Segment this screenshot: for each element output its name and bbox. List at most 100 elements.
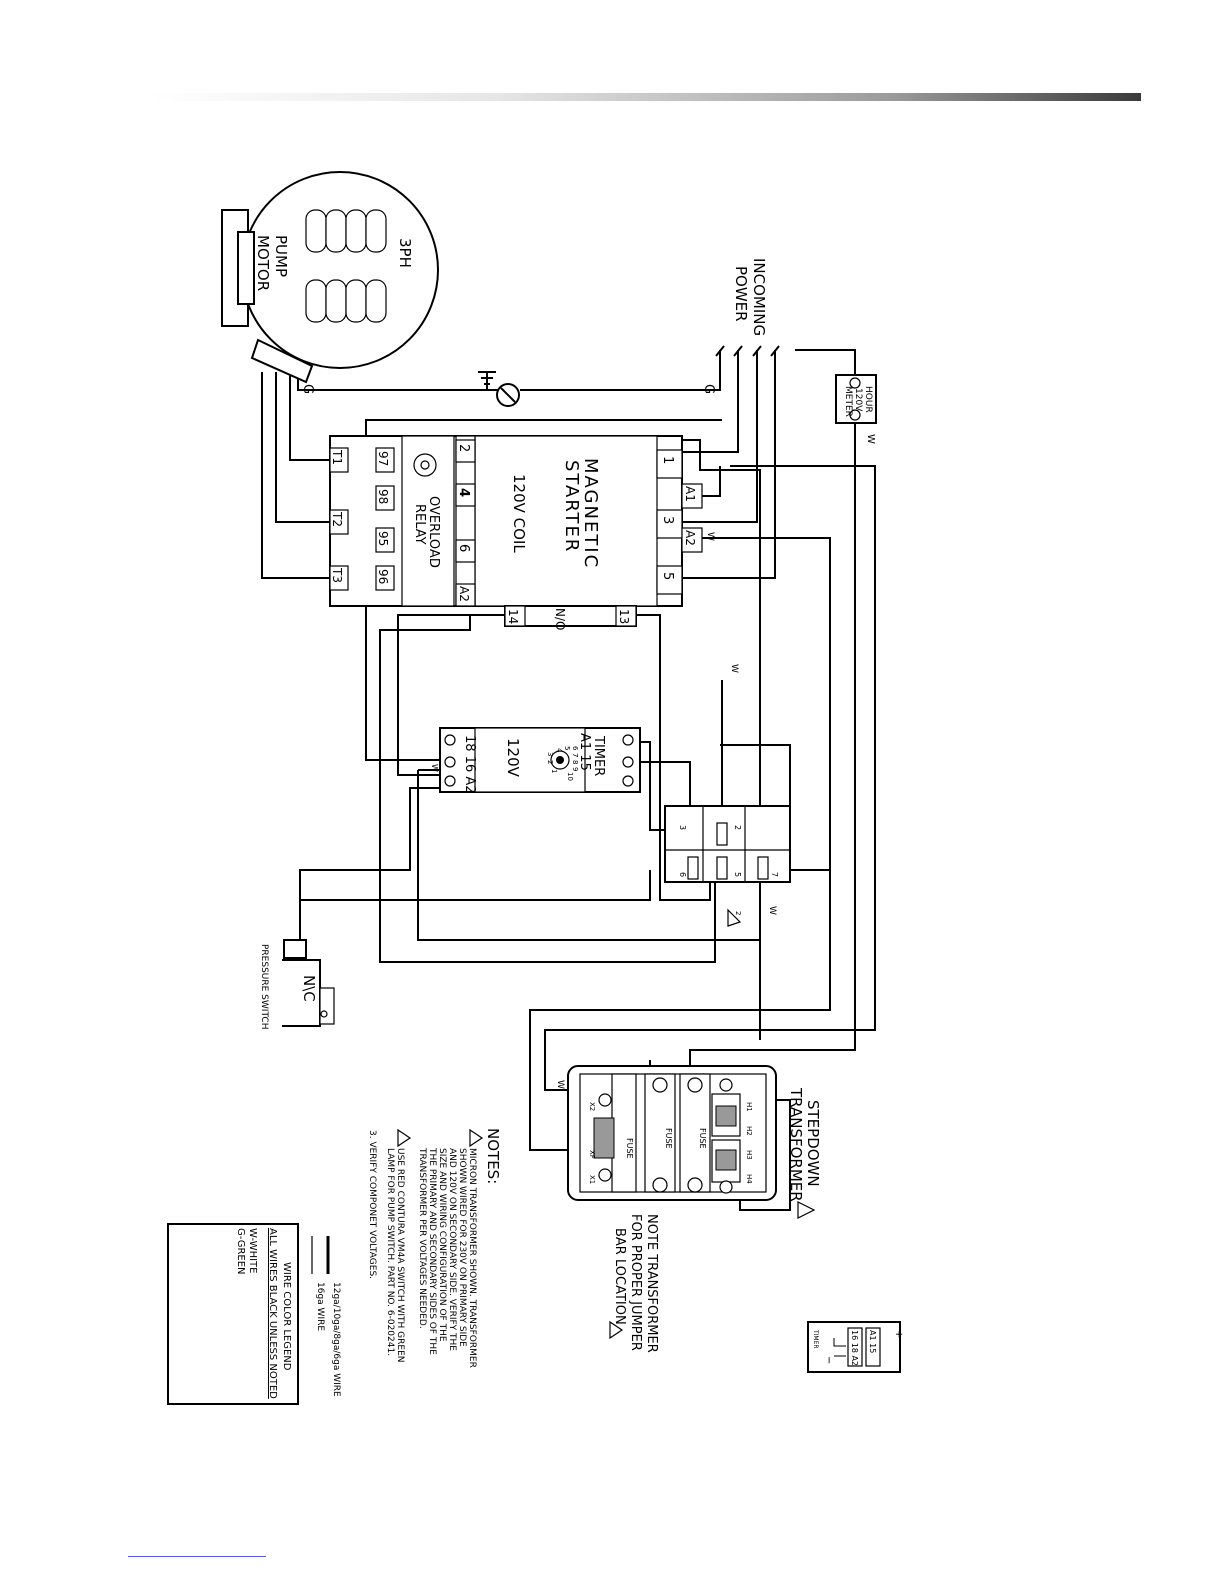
starter-line-terminal-5: 5 (660, 572, 675, 580)
timer-symbol-label: TIMER (812, 1329, 819, 1349)
starter-terminal-a2: A2 (457, 586, 471, 602)
timer-symbol-plus: + (893, 1330, 904, 1338)
timer-dial-6: 6 (571, 746, 579, 751)
starter-load-t3: T3 (330, 567, 344, 583)
secondary-x2: X2 (588, 1102, 596, 1111)
hour-meter-line-2: 120V (853, 388, 863, 412)
note-line-2: SHOWN WIRED FOR 230V ON PRIMARY SIDE (457, 1148, 467, 1347)
note-line-9: 3. VERIFY COMPONET VOLTAGES. (367, 1130, 377, 1279)
note-line-3: AND 120V ON SECONDARY SIDE. VERIFY THE (447, 1148, 457, 1351)
tb-terminal-7: 7 (770, 872, 779, 877)
hour-meter-line-3: METER (843, 386, 853, 417)
incoming-title-2: POWER (732, 266, 750, 322)
starter-load-t2: T2 (330, 511, 344, 527)
secondary-jumper-bar (593, 1117, 615, 1159)
incoming-title-1: INCOMING (750, 258, 768, 336)
primary-jumper-bars (715, 1105, 737, 1171)
starter-coil-terminal-a2: A2 (683, 530, 697, 546)
primary-h1: H1 (745, 1102, 753, 1112)
pressure-switch-contact: N\C (300, 975, 318, 1002)
timer-title: TIMER (591, 735, 606, 776)
transformer-wire-label: W (555, 1080, 565, 1089)
note-line-8: LAMP FOR PUMP SWITCH. PART NO. 6-020241. (385, 1148, 395, 1356)
secondary-xf: XF (588, 1150, 596, 1159)
tb-wire-label: W (767, 906, 777, 915)
tb-terminal-2: 2 (733, 825, 742, 830)
starter-coil-label: 120V COIL (510, 474, 528, 553)
timer-dial-2: 2 (546, 760, 554, 764)
timer-dial-1: 1 (550, 769, 558, 773)
starter-title-2: STARTER (561, 460, 582, 553)
hour-meter: HOUR 120V METER W (835, 374, 877, 444)
notes-warning-icon-1 (469, 1128, 484, 1148)
overload-title-1: OVERLOAD (426, 496, 441, 568)
notes: NOTES: MICRON TRANSFORMER SHOWN. TRANSFO… (367, 1128, 502, 1368)
aux-terminal-13: 13 (617, 609, 631, 624)
starter-coil-terminal-a1: A1 (683, 486, 697, 502)
starter-line-terminal-1: 1 (660, 456, 675, 464)
motor-cooling-fins (305, 209, 387, 323)
timer-dial-5: 5 (563, 746, 571, 750)
notes-heading: NOTES: (484, 1128, 502, 1184)
timer-wire-label: W (430, 764, 439, 772)
note-line-6: TRANSFORMER PER VOLTAGES NEEDED. (417, 1147, 427, 1329)
tb-terminal-5: 5 (733, 872, 742, 877)
timer-voltage: 120V (504, 738, 522, 778)
timer-dial-9: 9 (571, 767, 579, 771)
header-gradient-bar (150, 93, 1141, 101)
transformer-note-2: FOR PROPER JUMPER (628, 1214, 643, 1351)
legend-entry-green: G-GREEN (235, 1228, 246, 1275)
fuse-1-label: FUSE (664, 1128, 673, 1149)
overload-terminal-98: 98 (376, 489, 390, 504)
hour-meter-line-1: HOUR (863, 386, 873, 413)
starter-terminal-6: 6 (456, 544, 471, 552)
timer-symbol-minus: − (823, 1356, 834, 1364)
overload-terminal-96: 96 (376, 569, 390, 584)
timer-symbol-top: A1 15 (868, 1330, 877, 1353)
aux-terminal-14: 14 (506, 609, 520, 624)
timer-dial-4: 4 (555, 748, 563, 753)
starter-terminal-4: 4 (456, 488, 471, 497)
note-line-4: SIZE AND WIRING CONFIGURATION OF THE (437, 1148, 447, 1342)
transformer-title-1: STEPDOWN (804, 1100, 822, 1187)
tb-note-ref: 2 (734, 911, 742, 915)
control-wire-label: W (729, 664, 739, 673)
note-line-7: USE RED CONTURA VM4A SWITCH WITH GREEN (395, 1148, 405, 1363)
incoming-ground-label: G (701, 384, 716, 394)
primary-h2: H2 (745, 1126, 753, 1136)
overload-terminal-97: 97 (376, 451, 390, 466)
timer-top-terminals: A1 15 (577, 733, 592, 771)
motor-title-1: 3PH (396, 238, 414, 268)
aux-contact-label: N/O (553, 608, 567, 630)
overload-terminal-95: 95 (376, 531, 390, 546)
primary-h4: H4 (745, 1174, 753, 1184)
note-line-1: MICRON TRANSFORMER SHOWN. TRANSFORMER (467, 1148, 477, 1368)
timer: TIMER A1 15 120V 18 16 A2 6 7 8 9 5 4 3 … (430, 727, 641, 794)
wire-color-legend: WIRE COLOR LEGEND ALL WIRES BLACK UNLESS… (167, 1223, 299, 1405)
footer-rule (128, 1556, 266, 1557)
pressure-switch-label: PRESSURE SWITCH (259, 944, 269, 1029)
wire-gauge-key: 12ga/10ga/8ga/6ga WIRE 16ga WIRE (311, 1236, 341, 1397)
note-2-warning-icon (727, 908, 742, 927)
wire-key-heavy: 12ga/10ga/8ga/6ga WIRE (331, 1282, 341, 1397)
overload-title-2: RELAY (412, 504, 427, 545)
pump-motor: 3PH PUMP MOTOR G (221, 171, 439, 394)
timer-symbol-bottom: 16 18 A2 (850, 1330, 859, 1366)
motor-title-3: MOTOR (254, 235, 272, 291)
motor-ground-label: G (300, 384, 315, 394)
magnetic-starter: MAGNETIC STARTER 120V COIL 1 3 5 A1 A2 2… (329, 435, 739, 673)
starter-terminal-2: 2 (456, 444, 471, 452)
fuse-2-label: FUSE (698, 1128, 707, 1149)
starter-load-t1: T1 (330, 449, 344, 465)
note-ref-warning-icon (609, 1320, 624, 1340)
incoming-power: INCOMING POWER G (496, 258, 780, 407)
stepdown-transformer: FUSE FUSE FUSE H1 H2 H3 H4 X2 XF X1 STEP… (555, 1065, 822, 1353)
tb-terminal-6: 6 (678, 872, 687, 877)
timer-bottom-terminals: 18 16 A2 (462, 735, 477, 794)
starter-title-1: MAGNETIC (580, 458, 601, 569)
transformer-note-1: NOTE TRANSFORMER (644, 1214, 659, 1353)
primary-h3: H3 (745, 1150, 753, 1160)
notes-warning-icon-2 (397, 1128, 412, 1148)
wire-key-light: 16ga WIRE (315, 1282, 325, 1331)
